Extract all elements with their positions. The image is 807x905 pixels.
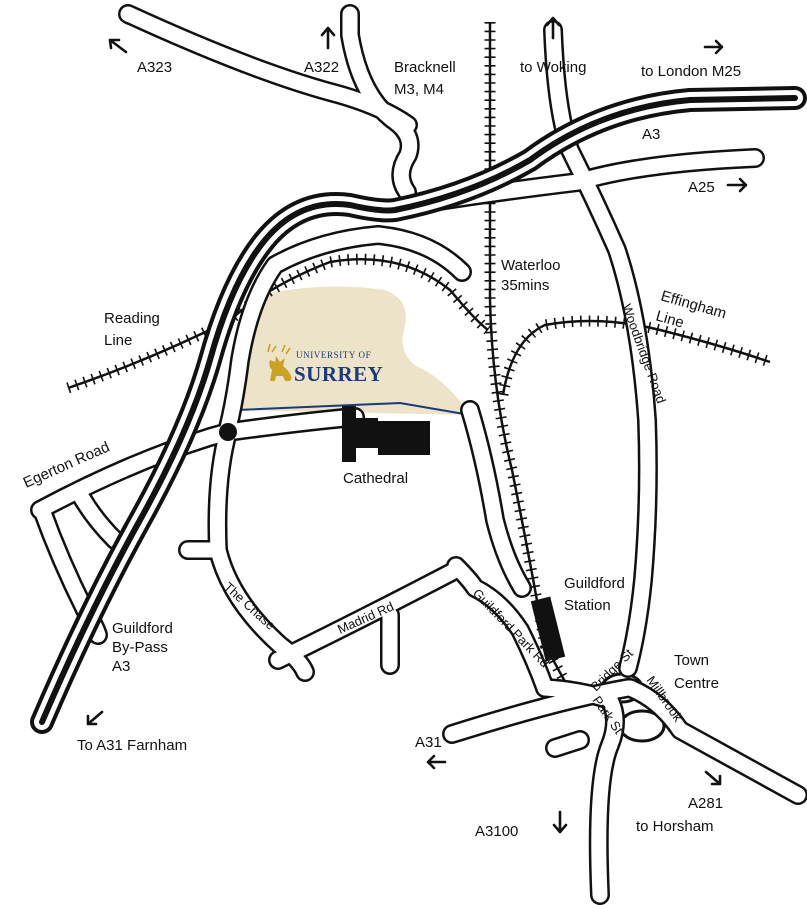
arrow-nw-icon <box>108 38 128 54</box>
arrow-up-icon <box>320 26 336 50</box>
label-a25: A25 <box>688 179 715 196</box>
direction-arrows <box>86 16 748 834</box>
label-to-london-m25: to London M25 <box>641 63 741 80</box>
arrow-right-icon <box>703 39 724 55</box>
label-reading: Reading <box>104 310 160 327</box>
label-bracknell: Bracknell <box>394 59 456 76</box>
label-centre: Centre <box>674 675 719 692</box>
cathedral-building[interactable] <box>342 406 430 462</box>
label-to-woking: to Woking <box>520 59 586 76</box>
railway-reading-line <box>66 253 492 394</box>
arrow-up-icon <box>545 16 561 40</box>
label-station: Station <box>564 597 611 614</box>
guildford-station-building[interactable] <box>530 596 566 662</box>
campus-boundary-line <box>237 401 471 416</box>
logo-main-text: SURREY <box>294 362 383 386</box>
a3-trunk-road[interactable] <box>30 86 807 734</box>
label-guildford: Guildford <box>564 575 625 592</box>
label-waterloo-time: 35mins <box>501 277 549 294</box>
label-a323: A323 <box>137 59 172 76</box>
railway-effingham-line <box>497 315 772 396</box>
stag-icon <box>267 343 292 381</box>
university-logo[interactable]: UNIVERSITY OF SURREY <box>267 343 383 386</box>
label-waterloo: Waterloo <box>501 257 560 274</box>
arrow-right-icon <box>726 177 748 193</box>
university-campus-area[interactable] <box>238 286 470 415</box>
arrow-left-icon <box>426 754 447 770</box>
label-a31: A31 <box>415 734 442 751</box>
label-a3100: A3100 <box>475 823 518 840</box>
label-guildford-bypass-2: By-Pass <box>112 639 168 656</box>
arrow-down-icon <box>552 810 568 834</box>
arrow-sw-icon <box>86 710 104 726</box>
label-a281: A281 <box>688 795 723 812</box>
label-cathedral: Cathedral <box>343 470 408 487</box>
label-a3-top: A3 <box>642 126 660 143</box>
label-town: Town <box>674 652 709 669</box>
roundabout-marker <box>219 423 237 441</box>
label-m3-m4: M3, M4 <box>394 81 444 98</box>
label-reading-line: Line <box>104 332 132 349</box>
label-guildford-bypass-a3: A3 <box>112 658 130 675</box>
label-a281-to-horsham: to Horsham <box>636 818 714 835</box>
label-to-a31-farnham: To A31 Farnham <box>77 737 187 754</box>
label-guildford-bypass-1: Guildford <box>112 620 173 637</box>
label-a322: A322 <box>304 59 339 76</box>
arrow-se-icon <box>704 770 722 786</box>
logo-top-text: UNIVERSITY OF <box>296 350 371 360</box>
